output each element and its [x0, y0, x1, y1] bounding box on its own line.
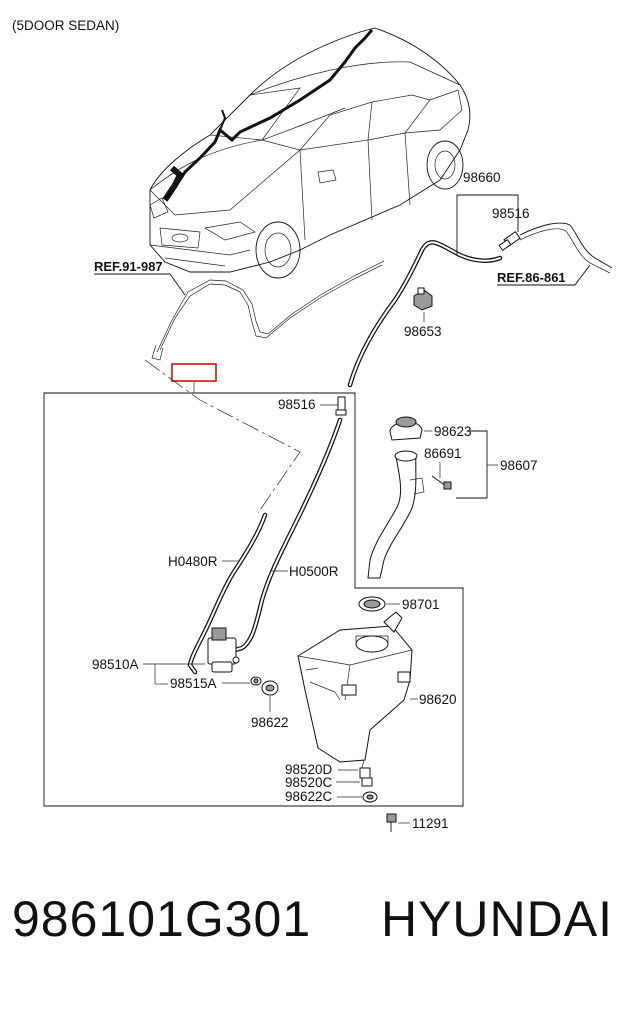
part-number: 986101G301: [12, 891, 312, 947]
grommet-98515a: [250, 676, 262, 686]
label-98701: 98701: [402, 597, 440, 612]
label-98516: 98516: [278, 397, 316, 412]
filler-neck-98607: [367, 450, 425, 579]
car-illustration: [149, 27, 471, 279]
label-h0500r: H0500R: [289, 564, 339, 579]
highlight-98610-box: [171, 363, 217, 382]
label-98653: 98653: [404, 324, 442, 339]
label-98520c: 98520C: [285, 775, 333, 790]
sensor-98520c: [361, 777, 373, 787]
bolt-86691: [431, 475, 452, 490]
reservoir-98620: [297, 611, 413, 763]
label-98623: 98623: [434, 424, 472, 439]
parts-diagram: (5DOOR SEDAN): [12, 18, 613, 832]
connector-98516-top: [498, 231, 521, 252]
label-98622: 98622: [251, 715, 289, 730]
clip-98653: [413, 287, 433, 311]
sensor-98520d: [359, 759, 371, 779]
footer: 986101G301 HYUNDAI: [0, 890, 627, 990]
hose-98660: [347, 240, 503, 388]
brand-name: HYUNDAI: [380, 891, 613, 947]
cap-98623: [389, 416, 423, 441]
label-98515a: 98515A: [170, 676, 217, 691]
connector-98516: [335, 396, 347, 416]
ref-86-861: REF.86-861: [497, 270, 566, 285]
grommet-98622: [261, 680, 279, 696]
label-98516-top: 98516: [492, 206, 530, 221]
ref-91-987: REF.91-987: [94, 259, 163, 274]
variant-label: (5DOOR SEDAN): [12, 18, 119, 33]
assembly-boundary: [43, 392, 464, 807]
label-98620: 98620: [419, 692, 457, 707]
hose-h0500r: [225, 417, 343, 655]
label-86691: 86691: [424, 446, 462, 461]
hose-h0480r: [187, 512, 268, 675]
bolt-11291: [386, 813, 397, 832]
label-98660: 98660: [463, 170, 501, 185]
seal-98701: [358, 596, 386, 612]
pump-98510a: [207, 627, 240, 673]
label-98607: 98607: [500, 458, 538, 473]
label-11291: 11291: [412, 816, 449, 831]
label-h0480r: H0480R: [168, 554, 218, 569]
grommet-98622c: [362, 791, 378, 803]
label-98520d: 98520D: [285, 762, 333, 777]
label-98510a: 98510A: [92, 657, 139, 672]
label-98622c: 98622C: [285, 789, 333, 804]
